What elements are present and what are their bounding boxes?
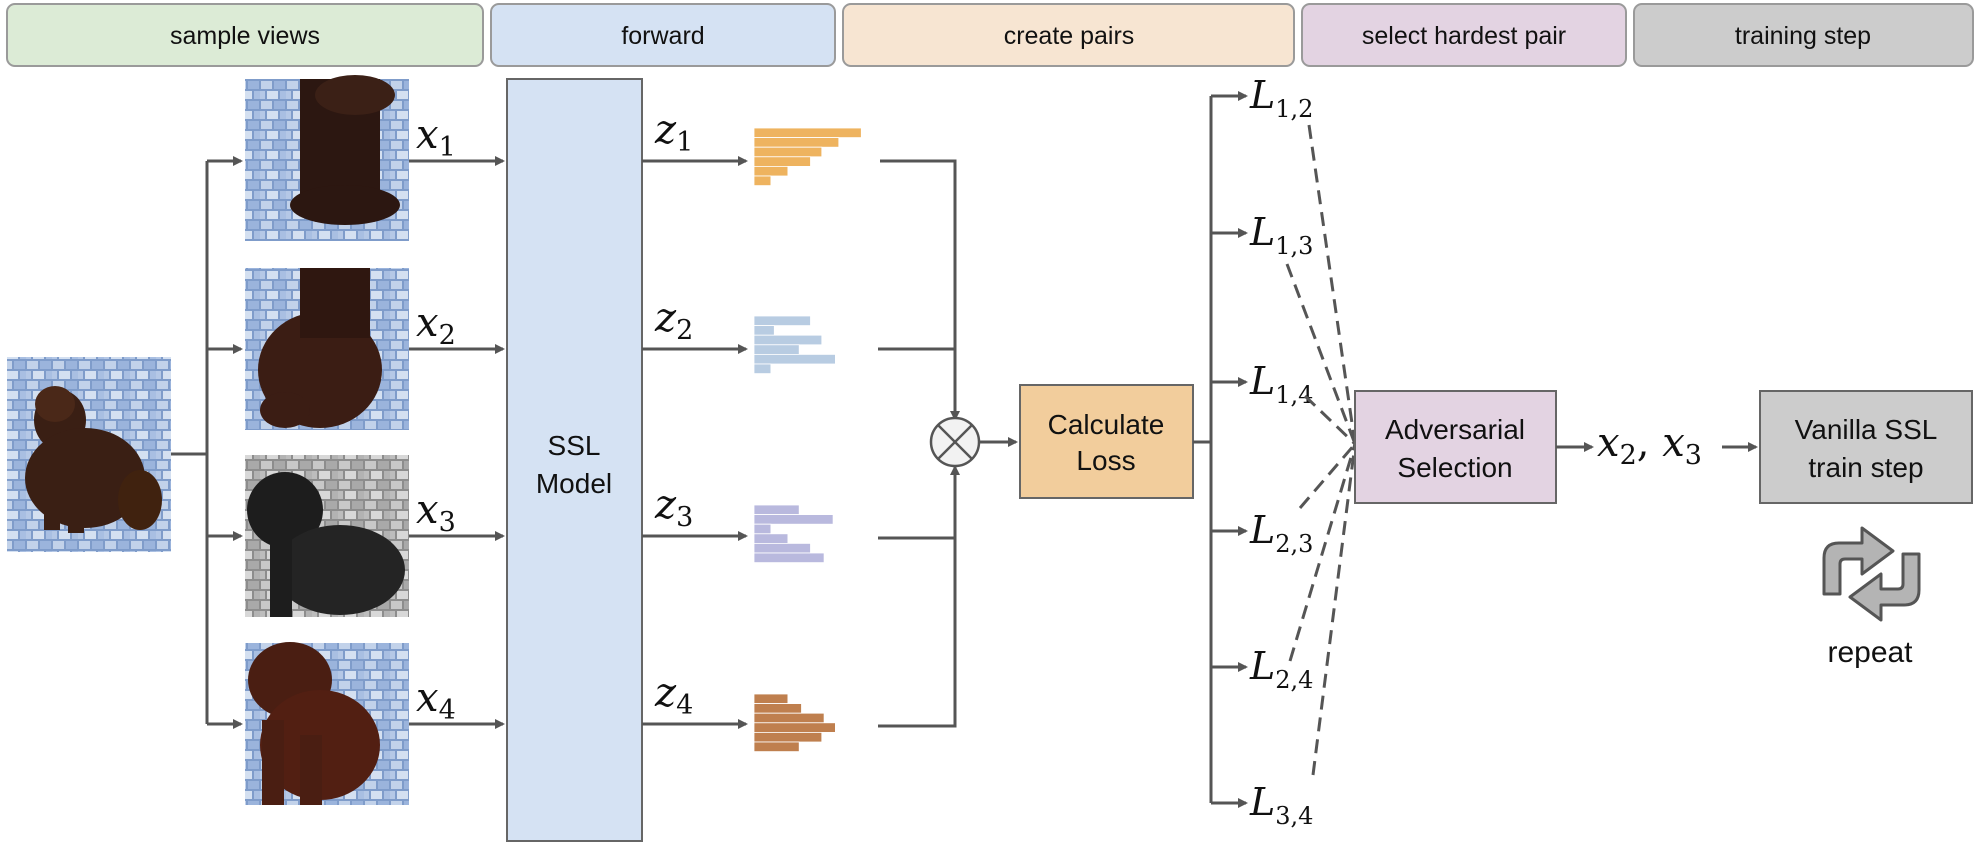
stage-training-step: training step (1633, 3, 1974, 67)
view-image-1 (245, 75, 409, 241)
embedding-label-4: z4 (654, 670, 693, 721)
embedding-labels: z1 z2 z3 z4 (654, 107, 693, 721)
loss-label-3-4: L3,4 (1249, 780, 1313, 830)
embedding-bar (753, 344, 800, 355)
embedding-glyph-3 (753, 504, 834, 564)
loss-label-1-2: L1,2 (1249, 73, 1313, 123)
embedding-glyphs (753, 127, 862, 753)
vanilla-ssl-train-step: Vanilla SSL train step (1759, 390, 1973, 504)
stage-bar: sample views forward create pairs select… (6, 3, 1974, 67)
source-to-views-connectors (171, 156, 243, 729)
stage-create-pairs: create pairs (842, 3, 1295, 67)
embedding-bar (753, 146, 823, 158)
adversarial-selection-label-line2: Selection (1397, 452, 1512, 483)
view-image-2 (245, 268, 409, 430)
loss-label-1-4: L1,4 (1249, 359, 1313, 409)
embedding-glyph-1 (753, 127, 862, 187)
stage-training-step-label: training step (1735, 22, 1871, 50)
embedding-bar (753, 325, 775, 336)
view-label-2: x2 (416, 300, 456, 351)
loss-fanout-connectors (1193, 91, 1248, 808)
loss-to-selection-dashed-lines (1285, 124, 1357, 776)
calculate-loss-box (1019, 384, 1194, 499)
vanilla-ssl-train-step-box (1759, 390, 1973, 504)
ssl-model-label-line1: SSL (548, 430, 601, 461)
stage-select-hardest-pair-label: select hardest pair (1362, 22, 1566, 50)
vanilla-ssl-train-step-label-line1: Vanilla SSL (1795, 414, 1938, 445)
adversarial-selection-label-line1: Adversarial (1385, 414, 1525, 445)
stage-forward-label: forward (621, 22, 704, 50)
embedding-glyph-2 (753, 315, 836, 375)
embedding-bar (753, 543, 811, 554)
source-image (7, 357, 171, 552)
embedding-bar (753, 712, 825, 724)
embedding-bar (753, 552, 825, 564)
loss-label-2-4: L2,4 (1249, 644, 1313, 694)
embedding-bar (753, 165, 789, 177)
stage-sample-views-box (6, 3, 484, 67)
repeat-label: repeat (1827, 636, 1913, 669)
embedding-bar (753, 334, 823, 346)
stage-forward: forward (490, 3, 836, 67)
circled-times-icon (929, 416, 981, 468)
adversarial-selection: Adversarial Selection (1354, 390, 1557, 504)
model-to-embedding-arrows (642, 156, 748, 729)
embedding-bar (753, 722, 836, 733)
selected-pair-label: x2, x3 (1597, 420, 1702, 471)
embedding-bar (753, 137, 840, 148)
calculate-loss-label-line2: Loss (1076, 445, 1135, 476)
embedding-bar (753, 533, 789, 544)
embedding-bar (753, 693, 789, 705)
embedding-to-combine-connectors (878, 159, 960, 728)
calculate-loss-label-line1: Calculate (1048, 409, 1165, 440)
calculate-loss: Calculate Loss (1019, 384, 1194, 499)
stage-sample-views: sample views (6, 3, 484, 67)
embedding-bar (753, 514, 834, 525)
stage-create-pairs-box (842, 3, 1295, 67)
stage-select-hardest-pair: select hardest pair (1301, 3, 1627, 67)
embedding-label-2: z2 (654, 295, 693, 346)
repeat-cycle-icon (1822, 526, 1921, 622)
embedding-bar (753, 156, 811, 167)
ssl-model-box (506, 78, 643, 842)
ssl-model-label-line2: Model (536, 468, 612, 499)
embedding-bar (753, 127, 862, 139)
stage-sample-views-label: sample views (170, 22, 320, 50)
view-label-4: x4 (416, 675, 456, 726)
ssl-model: SSL Model (506, 78, 643, 842)
embedding-bar (753, 175, 772, 187)
view-image-3 (245, 455, 409, 617)
embedding-bar (753, 732, 823, 743)
view-label-3: x3 (416, 487, 456, 538)
view-labels: x1 x2 x3 x4 (416, 112, 456, 726)
loss-label-1-3: L1,3 (1249, 210, 1313, 260)
loss-label-2-3: L2,3 (1249, 508, 1313, 558)
loss-labels: L1,2 L1,3 L1,4 L2,3 L2,4 L3,4 (1249, 73, 1313, 830)
embedding-glyph-4 (753, 693, 836, 753)
view-image-4 (245, 642, 409, 805)
embedding-label-1: z1 (654, 107, 693, 158)
stage-training-step-box (1633, 3, 1974, 67)
stage-create-pairs-label: create pairs (1004, 22, 1135, 50)
view-label-1: x1 (416, 112, 456, 163)
vanilla-ssl-train-step-label-line2: train step (1808, 452, 1923, 483)
embedding-bar (753, 741, 800, 753)
views-to-model-arrows (409, 156, 505, 729)
adversarial-selection-box (1354, 390, 1557, 504)
embedding-bar (753, 353, 836, 365)
embedding-bar (753, 523, 772, 535)
stage-forward-box (490, 3, 836, 67)
embedding-bar (753, 363, 772, 375)
embedding-bar (753, 315, 811, 327)
embedding-bar (753, 504, 800, 516)
embedding-label-3: z3 (654, 482, 693, 533)
stage-select-hardest-pair-box (1301, 3, 1627, 67)
embedding-bar (753, 703, 802, 714)
